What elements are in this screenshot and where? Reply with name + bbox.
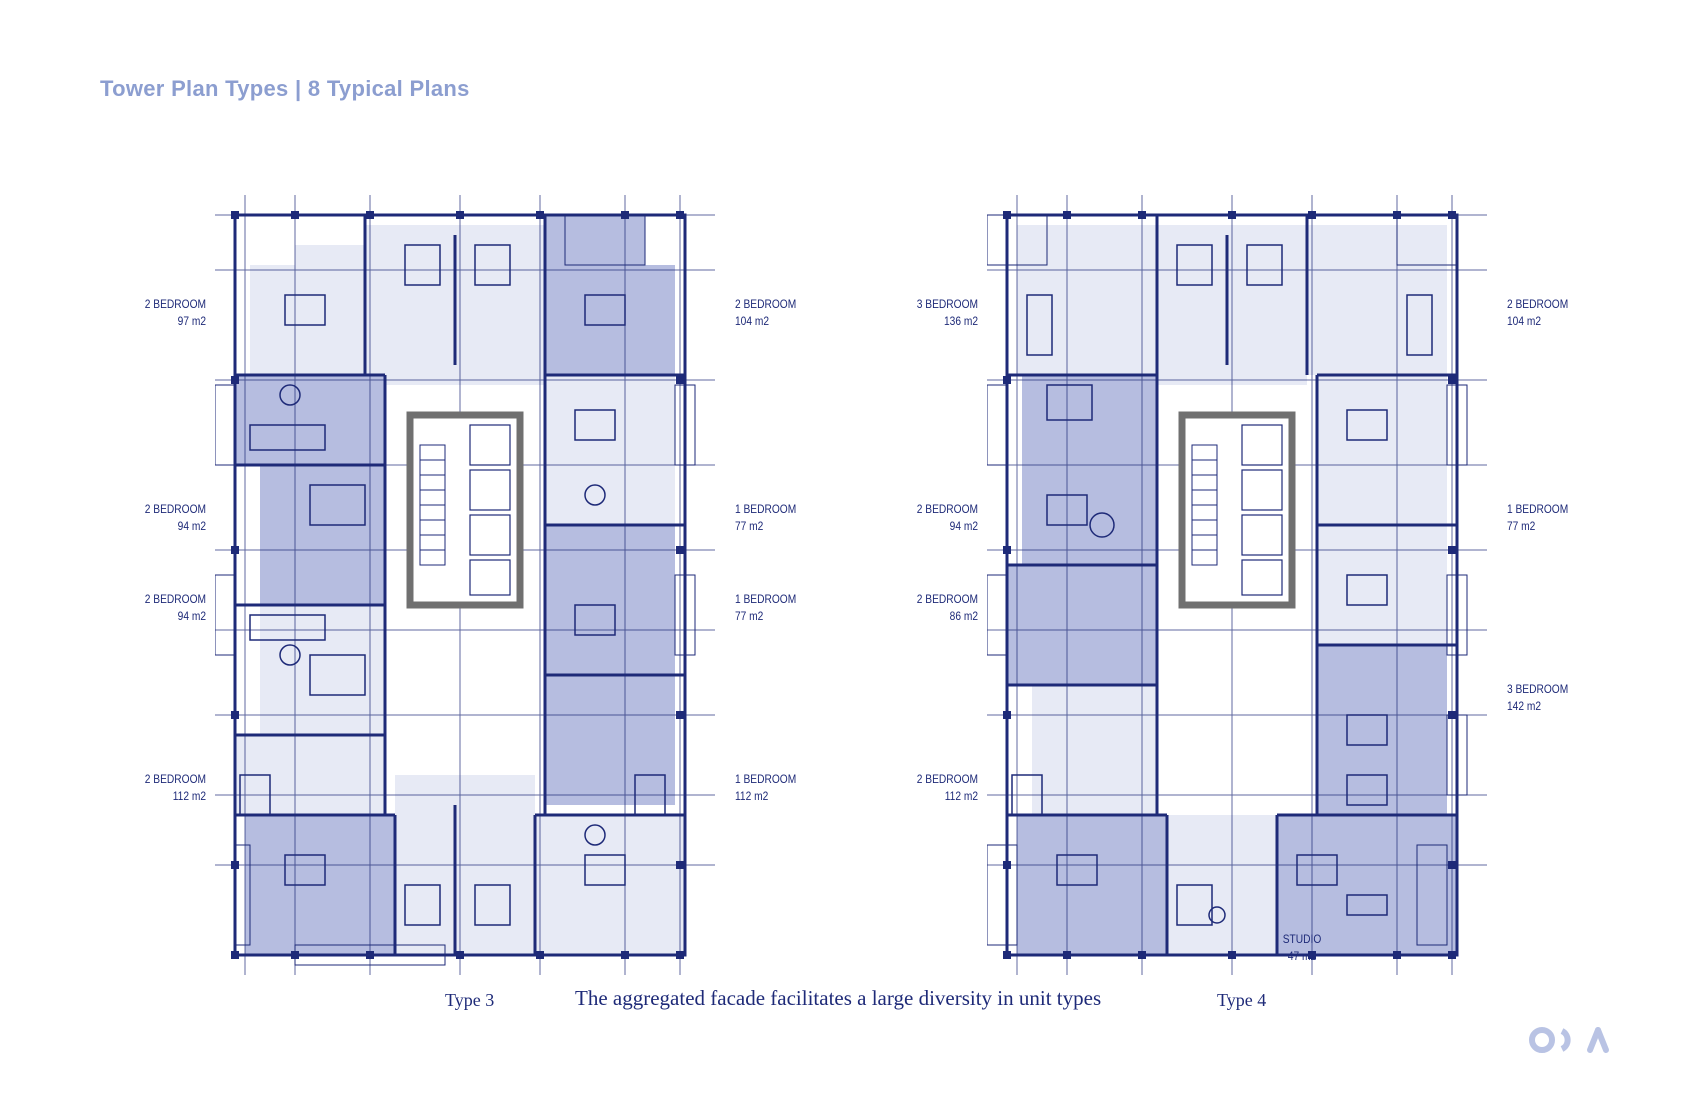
interior-walls — [1011, 244, 1433, 926]
page-title: Tower Plan Types | 8 Typical Plans — [100, 76, 470, 101]
caption: The aggregated facade facilitates a larg… — [575, 986, 1102, 1010]
floor-plan-drawing — [215, 195, 715, 975]
core — [1178, 411, 1296, 609]
columns — [231, 211, 684, 959]
floor-plan-type-4 — [987, 195, 1667, 975]
oda-logo — [1528, 1022, 1628, 1063]
plan-type-label: Type 3 — [445, 990, 495, 1010]
columns — [1003, 211, 1456, 959]
floor-plan-type-3 — [215, 195, 895, 975]
core — [406, 411, 524, 609]
plan-type-label: Type 4 — [1217, 990, 1267, 1010]
interior-walls — [239, 244, 666, 926]
floor-plan-drawing — [987, 195, 1487, 975]
unit-fills — [1007, 225, 1457, 955]
